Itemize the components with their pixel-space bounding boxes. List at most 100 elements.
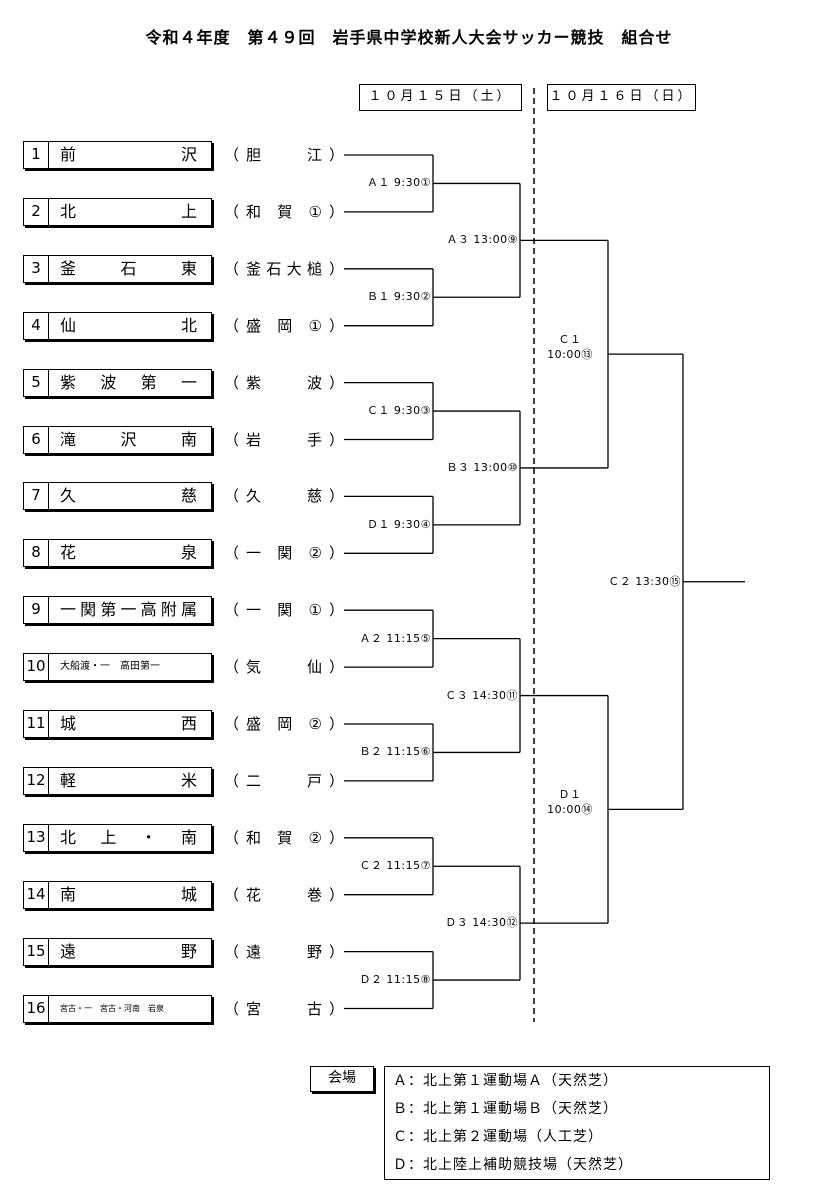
team-box: 7 久慈: [23, 482, 212, 511]
team-name: 一関第一高附属: [60, 600, 197, 620]
round1-match-label: Ｂ１ 9:30②: [366, 290, 431, 304]
team-name: 遠野: [60, 941, 197, 961]
round2-match-label: Ｃ３ 14:30⑪: [445, 688, 518, 702]
school-district: （）紫波: [224, 373, 344, 392]
district-name: 一関②: [246, 544, 322, 563]
school-district: （）和賀①: [224, 202, 344, 221]
team-name: 仙北: [60, 315, 197, 335]
team-number: 1: [24, 142, 49, 168]
team-name: 前沢: [60, 145, 197, 164]
district-name: 二戸: [246, 771, 322, 790]
round1-match-label: Ｃ１ 9:30③: [366, 404, 431, 418]
team-name: 釜石東: [60, 258, 197, 278]
team-number: 11: [24, 711, 49, 737]
team-number: 10: [24, 654, 49, 681]
school-district: （）胆江: [224, 146, 344, 164]
team-number: 9: [24, 597, 49, 624]
date-day2: １０月１６日（日）: [547, 84, 696, 111]
school-district: （）盛岡②: [224, 715, 344, 733]
final-match-label: Ｃ２ 13:30⑮: [608, 574, 681, 588]
team-box: 1 前沢: [23, 141, 212, 169]
venue-d: Ｄ：北上陸上補助競技場（天然芝）: [393, 1157, 633, 1173]
school-district: （）岩手: [224, 430, 344, 449]
team-box: 2 北上: [23, 197, 212, 226]
team-name: 紫波第一: [60, 372, 197, 392]
semi-time-label: 10:00⑭: [547, 803, 593, 817]
district-name: 紫波: [246, 373, 322, 392]
team-number: 4: [24, 312, 49, 339]
team-number: 3: [24, 255, 49, 282]
team-name: 軽米: [60, 770, 197, 790]
district-name: 気仙: [246, 658, 322, 677]
school-district: （）一関②: [224, 544, 344, 563]
team-number: 6: [24, 426, 49, 453]
team-number: 8: [24, 540, 49, 567]
district-name: 釜石大槌: [246, 259, 322, 278]
team-box: 4 仙北: [23, 311, 212, 340]
school-district: （）花巻: [224, 885, 344, 904]
district-name: 花巻: [246, 885, 322, 904]
team-name: 北上: [60, 201, 197, 221]
semi-time-label: 10:00⑬: [547, 348, 593, 362]
team-box: 8 花泉: [23, 539, 212, 568]
team-name: 南城: [60, 884, 197, 904]
venue-c: Ｃ：北上第２運動場（人工芝）: [393, 1129, 603, 1145]
round1-match-label: Ａ１ 9:30①: [366, 176, 431, 190]
team-number: 7: [24, 483, 49, 510]
district-name: 一関①: [246, 601, 322, 620]
round1-match-label: Ａ２ 11:15⑤: [359, 631, 431, 645]
team-name: 大船渡・一 高田第一: [60, 661, 160, 673]
school-district: （）和賀②: [224, 828, 344, 847]
school-district: （）盛岡①: [224, 316, 344, 335]
team-name: 滝沢南: [60, 429, 197, 449]
team-box: 3 釜石東: [23, 254, 212, 283]
district-name: 宮古: [246, 999, 322, 1018]
venue-tag: 会場: [310, 1066, 374, 1092]
round1-match-label: Ｃ２ 11:15⑦: [359, 859, 431, 873]
school-district: （）久慈: [224, 487, 344, 506]
round2-match-label: Ｄ３ 14:30⑫: [445, 916, 518, 930]
team-box: 11 城西: [23, 710, 212, 738]
round1-match-label: Ｄ２ 11:15⑧: [359, 973, 431, 987]
team-number: 16: [24, 995, 49, 1022]
district-name: 盛岡①: [246, 316, 322, 335]
venue-a: Ａ：北上第１運動場Ａ（天然芝）: [393, 1073, 618, 1089]
team-number: 14: [24, 881, 49, 908]
team-name: 城西: [60, 714, 197, 733]
school-district: （）二戸: [224, 771, 344, 790]
team-box: 6 滝沢南: [23, 425, 212, 454]
team-number: 2: [24, 198, 49, 225]
district-name: 和賀②: [246, 828, 322, 847]
venue-b: Ｂ：北上第１運動場Ｂ（天然芝）: [393, 1101, 618, 1117]
date-day1: １０月１５日（土）: [359, 84, 522, 111]
school-district: （）一関①: [224, 601, 344, 620]
team-name: 花泉: [60, 543, 197, 563]
district-name: 久慈: [246, 487, 322, 506]
district-name: 胆江: [246, 146, 322, 164]
round2-match-label: Ｂ３ 13:00⑩: [446, 460, 518, 474]
team-box: 14 南城: [23, 880, 212, 909]
school-district: （）宮古: [224, 999, 344, 1018]
team-box: 9 一関第一高附属: [23, 596, 212, 625]
district-name: 盛岡②: [246, 715, 322, 733]
school-district: （）気仙: [224, 658, 344, 677]
district-name: 遠野: [246, 942, 322, 961]
team-box: 10 大船渡・一 高田第一: [23, 653, 212, 682]
district-name: 和賀①: [246, 202, 322, 221]
semi-court-label: Ｄ１: [558, 788, 582, 802]
school-district: （）釜石大槌: [224, 259, 344, 278]
round2-match-label: Ａ３ 13:00⑨: [446, 233, 518, 247]
round1-match-label: Ｂ２ 11:15⑥: [359, 745, 431, 759]
semi-court-label: Ｃ１: [558, 333, 582, 347]
team-name: 久慈: [60, 486, 197, 506]
school-district: （）遠野: [224, 942, 344, 961]
team-number: 13: [24, 824, 49, 851]
team-number: 15: [24, 938, 49, 965]
page-title: 令和４年度 第４９回 岩手県中学校新人大会サッカー競技 組合せ: [145, 28, 673, 47]
round1-match-label: Ｄ１ 9:30④: [366, 517, 431, 531]
